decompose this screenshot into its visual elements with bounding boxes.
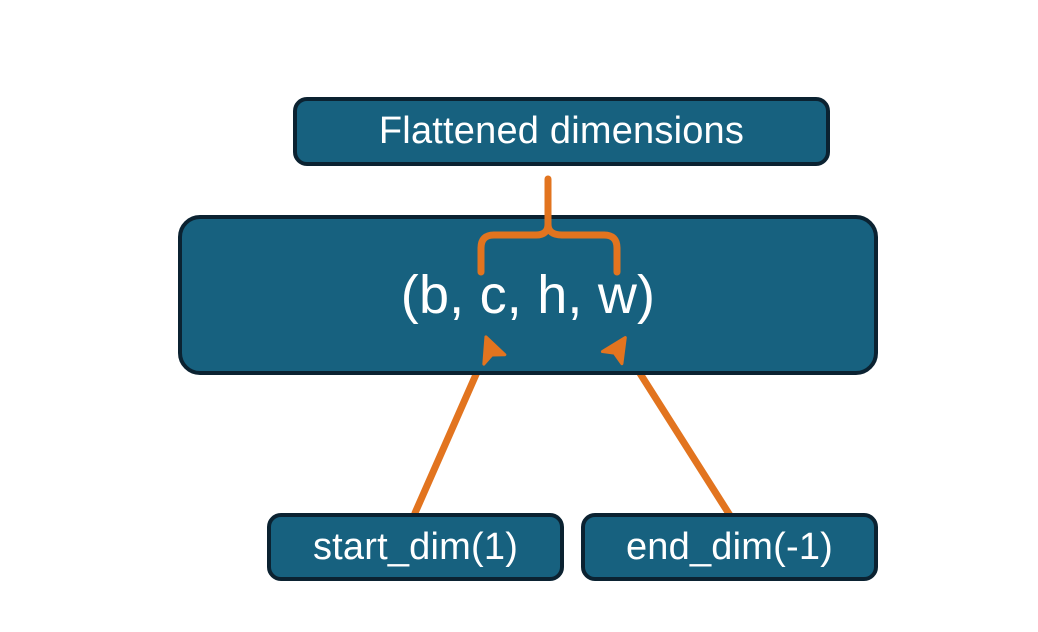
tensor-shape-box[interactable]: (b, c, h, w) <box>178 215 878 375</box>
tensor-shape-label: (b, c, h, w) <box>400 265 656 325</box>
flattened-dimensions-box[interactable]: Flattened dimensions <box>293 97 830 166</box>
end-dim-box[interactable]: end_dim(-1) <box>581 513 878 581</box>
flattened-dimensions-label: Flattened dimensions <box>378 110 745 152</box>
end-dim-label: end_dim(-1) <box>625 525 834 568</box>
start-dim-box[interactable]: start_dim(1) <box>267 513 564 581</box>
start-dim-label: start_dim(1) <box>312 525 519 568</box>
